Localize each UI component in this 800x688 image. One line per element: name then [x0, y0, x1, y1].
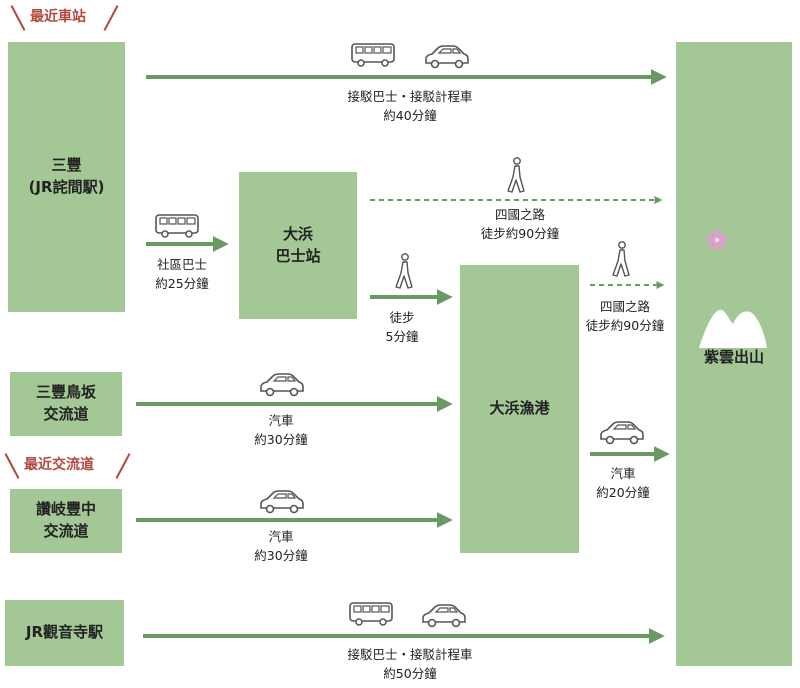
box-line: (JR詫間駅): [28, 178, 105, 196]
toyonaka-interchange-box: 讚岐豐中交流道: [10, 489, 122, 553]
route-label-bus-walk-port: 徒步 5分鐘: [370, 309, 434, 347]
walker-icon: [507, 157, 525, 193]
label-line: 徒步約90分鐘: [480, 225, 560, 241]
label-line: 徒步: [389, 310, 415, 325]
label-line: 汽車: [610, 466, 636, 481]
bus-icon: [351, 43, 395, 67]
box-line: 紫雲出山: [703, 348, 764, 367]
label-line: 汽車: [268, 413, 294, 428]
label-line: 徒步約90分鐘: [585, 317, 665, 333]
box-line: 三豐: [51, 156, 82, 175]
bus-icon: [155, 214, 199, 238]
shiudeyama-box: 紫雲出山: [676, 42, 792, 666]
nearest-station-tag: 最近車站: [30, 9, 86, 25]
route-label-port-car: 汽車 約20分鐘: [578, 465, 668, 503]
box-line: 交流道: [43, 522, 89, 540]
box-line: 交流道: [43, 405, 89, 423]
sakura-icon: [706, 229, 728, 250]
car-icon: [260, 490, 304, 514]
label-line: 約30分鐘: [254, 547, 308, 563]
route-label-mitoyo-to-bus: 社區巴士 約25分鐘: [132, 256, 232, 294]
box-line: 大浜: [282, 224, 313, 243]
car-icon: [260, 373, 304, 397]
box-line: JR觀音寺駅: [25, 623, 104, 642]
label-line: 接駁巴士・接駁計程車: [347, 89, 473, 104]
label-line: 社區巴士: [156, 257, 207, 272]
walker-icon: [612, 241, 630, 277]
ohama-port-box: 大浜漁港: [460, 265, 579, 553]
route-label-bus-walk-shikoku: 四國之路 徒步約90分鐘: [460, 206, 580, 244]
car-icon: [422, 604, 466, 628]
car-icon: [425, 45, 469, 69]
mitoyo-station-box: 三豐 (JR詫間駅): [8, 42, 125, 312]
mountain-icon: [699, 309, 767, 348]
label-line: 接駁巴士・接駁計程車: [347, 647, 473, 662]
label-line: 5分鐘: [385, 328, 419, 344]
box-line: 三豐鳥坂: [35, 383, 96, 402]
label-line: 約50分鐘: [383, 665, 437, 681]
label-line: 約40分鐘: [383, 107, 437, 123]
label-line: 四國之路: [494, 207, 545, 222]
route-label-torisaka-car: 汽車 約30分鐘: [236, 412, 326, 450]
car-icon: [600, 421, 644, 445]
bus-icon: [349, 602, 393, 626]
kanonji-station-box: JR觀音寺駅: [5, 600, 124, 666]
route-label-kanonji-direct: 接駁巴士・接駁計程車 約50分鐘: [330, 646, 490, 684]
label-line: 約20分鐘: [596, 484, 650, 500]
label-line: 約30分鐘: [254, 431, 308, 447]
ohama-bus-stop-box: 大浜巴士站: [239, 172, 357, 319]
route-label-toyonaka-car: 汽車 約30分鐘: [236, 528, 326, 566]
label-line: 四國之路: [599, 299, 650, 314]
walker-icon: [395, 253, 413, 289]
box-line: 大浜漁港: [489, 399, 550, 418]
route-label-port-walk-shikoku: 四國之路 徒步約90分鐘: [572, 298, 678, 336]
label-line: 約25分鐘: [155, 275, 209, 291]
box-line: 讚岐豐中: [35, 500, 96, 519]
torisaka-interchange-box: 三豐鳥坂交流道: [10, 372, 122, 436]
nearest-interchange-tag: 最近交流道: [24, 457, 94, 473]
box-line: 巴士站: [275, 246, 321, 265]
route-label-mitoyo-direct: 接駁巴士・接駁計程車 約40分鐘: [330, 88, 490, 126]
label-line: 汽車: [268, 529, 294, 544]
